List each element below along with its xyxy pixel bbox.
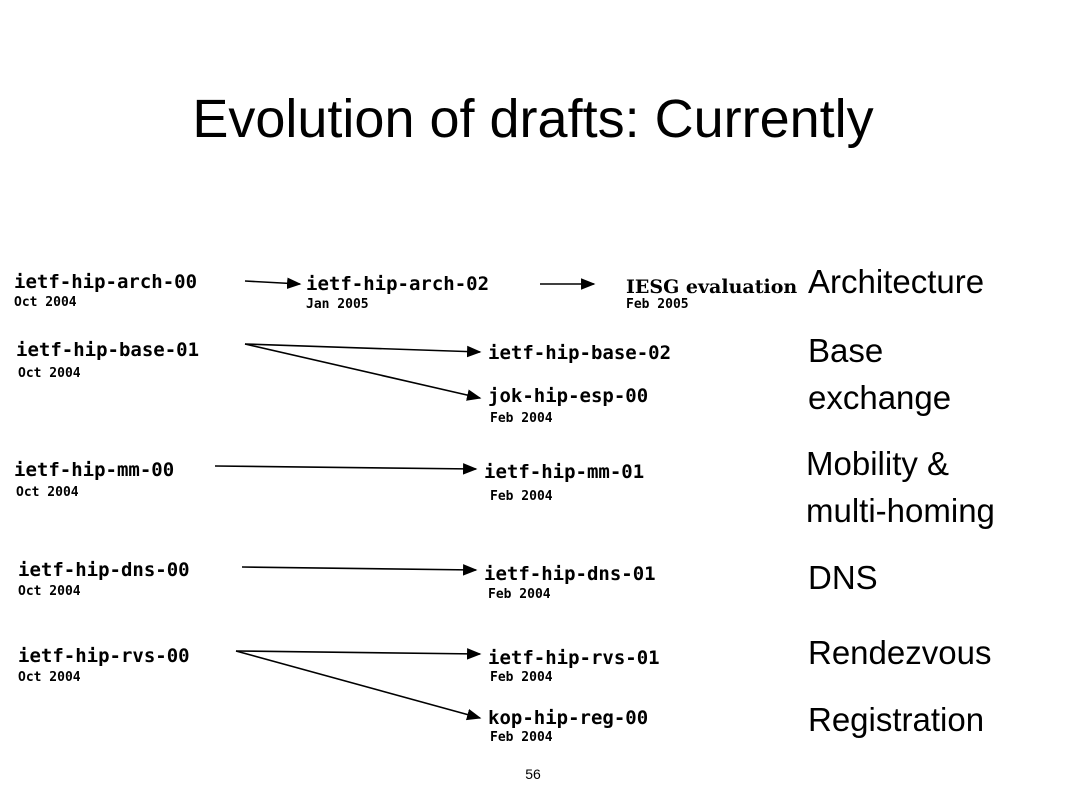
draft-ietf-hip-arch-00: ietf-hip-arch-00 — [14, 271, 197, 293]
date-ietf-hip-mm-01: Feb 2004 — [490, 489, 553, 504]
arrow-mm-00-to-mm-01 — [214, 463, 478, 475]
date-ietf-hip-dns-01: Feb 2004 — [488, 587, 551, 602]
arrow-arch-00-to-arch-02 — [244, 277, 302, 290]
date-ietf-hip-mm-00: Oct 2004 — [16, 485, 79, 500]
category-label: Rendezvous — [808, 634, 991, 671]
draft-ietf-hip-arch-02: ietf-hip-arch-02 — [306, 273, 489, 295]
arrow-rvs-00-to-reg-00 — [235, 650, 482, 721]
category-label: DNS — [808, 559, 878, 596]
arrow-base-01-to-esp-00 — [244, 343, 482, 401]
draft-ietf-hip-rvs-01: ietf-hip-rvs-01 — [488, 647, 660, 669]
date-ietf-hip-dns-00: Oct 2004 — [18, 584, 81, 599]
category-label: Architecture — [808, 263, 984, 300]
draft-ietf-hip-dns-01: ietf-hip-dns-01 — [484, 563, 656, 585]
draft-jok-hip-esp-00: jok-hip-esp-00 — [488, 385, 648, 407]
category-label: multi-homing — [806, 492, 995, 529]
slide-title: Evolution of drafts: Currently — [192, 89, 874, 149]
category-label: Base — [808, 332, 883, 369]
category-label: Registration — [808, 701, 984, 738]
draft-kop-hip-reg-00: kop-hip-reg-00 — [488, 707, 648, 729]
arrow-base-01-to-base-02 — [244, 343, 482, 358]
date-ietf-hip-rvs-01: Feb 2004 — [490, 670, 553, 685]
date-ietf-hip-base-01: Oct 2004 — [18, 366, 81, 381]
draft-ietf-hip-rvs-00: ietf-hip-rvs-00 — [18, 645, 190, 667]
date-ietf-hip-arch-02: Jan 2005 — [306, 297, 369, 312]
draft-ietf-hip-base-01: ietf-hip-base-01 — [16, 339, 199, 361]
iesg-evaluation: IESG evaluation — [626, 276, 797, 298]
date-iesg-evaluation: Feb 2005 — [626, 297, 689, 312]
date-ietf-hip-arch-00: Oct 2004 — [14, 295, 77, 310]
date-kop-hip-reg-00: Feb 2004 — [490, 730, 553, 745]
draft-ietf-hip-mm-00: ietf-hip-mm-00 — [14, 459, 174, 481]
draft-ietf-hip-base-02: ietf-hip-base-02 — [488, 342, 671, 364]
draft-ietf-hip-dns-00: ietf-hip-dns-00 — [18, 559, 190, 581]
category-label: Mobility & — [806, 445, 949, 482]
date-jok-hip-esp-00: Feb 2004 — [490, 411, 553, 426]
category-label: exchange — [808, 379, 951, 416]
arrow-rvs-00-to-rvs-01 — [235, 648, 482, 660]
arrow-dns-00-to-dns-01 — [241, 564, 478, 576]
draft-ietf-hip-mm-01: ietf-hip-mm-01 — [484, 461, 644, 483]
page-number: 56 — [525, 766, 541, 782]
date-ietf-hip-rvs-00: Oct 2004 — [18, 670, 81, 685]
